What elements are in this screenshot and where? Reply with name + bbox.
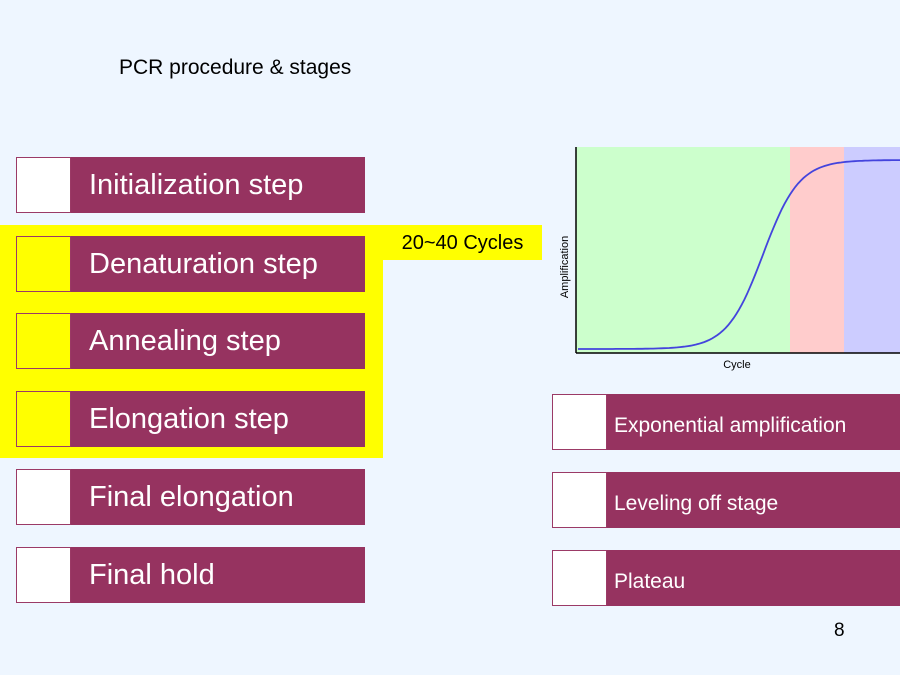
step-label: Initialization step xyxy=(71,157,365,213)
step-label: Denaturation step xyxy=(71,236,365,292)
exponential-region xyxy=(576,147,790,353)
step-denaturation: Denaturation step xyxy=(16,236,365,292)
stage-label: Exponential amplification xyxy=(607,394,900,450)
stage-label: Leveling off stage xyxy=(607,472,900,528)
step-elongation: Elongation step xyxy=(16,391,365,447)
y-axis-label: Amplification xyxy=(559,236,571,298)
stage-checkbox xyxy=(552,550,607,606)
step-checkbox xyxy=(16,313,71,369)
step-annealing: Annealing step xyxy=(16,313,365,369)
stage-checkbox xyxy=(552,472,607,528)
stage-exponential: Exponential amplification xyxy=(552,394,900,450)
step-checkbox xyxy=(16,547,71,603)
stage-checkbox xyxy=(552,394,607,450)
step-checkbox xyxy=(16,157,71,213)
step-final-hold: Final hold xyxy=(16,547,365,603)
page-number: 8 xyxy=(834,620,845,641)
amplification-curve-chart: Cycle Amplification xyxy=(559,147,900,371)
stage-leveling-off: Leveling off stage xyxy=(552,472,900,528)
step-label: Final hold xyxy=(71,547,365,603)
plateau-region xyxy=(844,147,900,353)
step-checkbox xyxy=(16,469,71,525)
step-label: Final elongation xyxy=(71,469,365,525)
stage-plateau: Plateau xyxy=(552,550,900,606)
leveling-off-region xyxy=(790,147,844,353)
step-label: Annealing step xyxy=(71,313,365,369)
step-label: Elongation step xyxy=(71,391,365,447)
x-axis-label: Cycle xyxy=(723,359,751,371)
step-initialization: Initialization step xyxy=(16,157,365,213)
stage-label: Plateau xyxy=(607,550,900,606)
cycles-label: 20~40 Cycles xyxy=(383,225,542,260)
step-checkbox xyxy=(16,391,71,447)
page-title: PCR procedure & stages xyxy=(119,56,352,79)
amplification-curve xyxy=(578,159,900,350)
step-checkbox xyxy=(16,236,71,292)
step-final-elongation: Final elongation xyxy=(16,469,365,525)
